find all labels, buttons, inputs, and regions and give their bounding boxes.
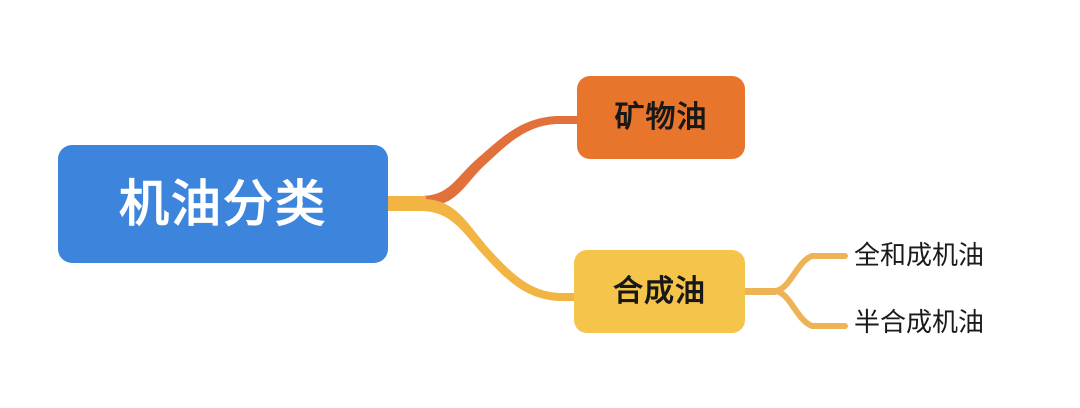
mindmap-node-synthetic-oil[interactable]: 合成油 — [574, 250, 745, 333]
mindmap-node-mineral-oil-label: 矿物油 — [614, 100, 708, 134]
mindmap-leaf-semi-synthetic-label: 半合成机油 — [854, 307, 985, 337]
mindmap-node-mineral-oil[interactable]: 矿物油 — [577, 76, 745, 159]
mindmap-leaf-fully-synthetic-label: 全和成机油 — [854, 240, 985, 270]
mindmap-node-root-label: 机油分类 — [119, 176, 327, 232]
mindmap-node-synthetic-oil-label: 合成油 — [613, 274, 706, 308]
mindmap-node-root[interactable]: 机油分类 — [58, 145, 388, 263]
mindmap-leaf-fully-synthetic[interactable]: 全和成机油 — [854, 238, 984, 272]
connector-synthetic-to-full — [771, 253, 848, 294]
mindmap-leaf-semi-synthetic[interactable]: 半合成机油 — [854, 305, 984, 339]
connector-root-to-mineral — [388, 116, 578, 207]
connector-root-stub — [386, 196, 426, 211]
connector-synthetic-to-semi — [771, 288, 848, 329]
connector-root-to-synthetic — [388, 199, 576, 301]
connector-synthetic-stem — [745, 288, 776, 295]
